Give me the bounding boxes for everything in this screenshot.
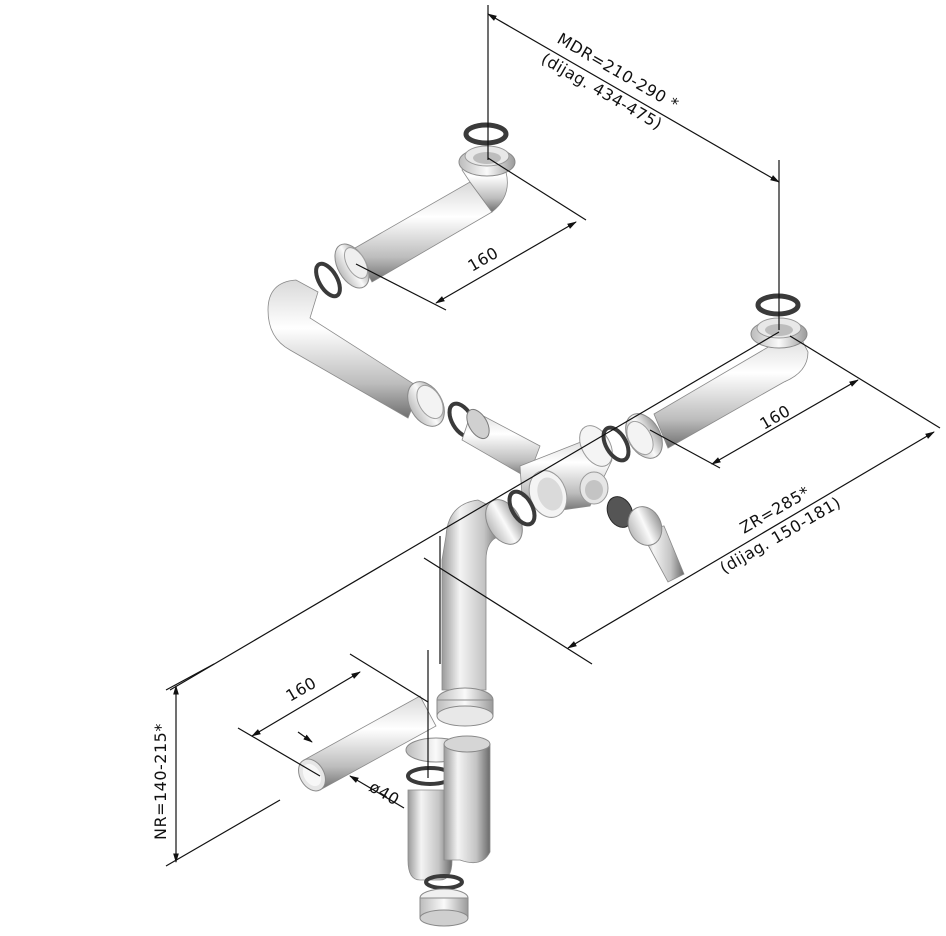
dimension-nr: NR=140-215* — [151, 663, 281, 867]
long-elbow-pipe — [267, 279, 421, 419]
threaded-tee-pipe — [461, 408, 541, 479]
bottom-cleanout-cap — [419, 888, 469, 927]
trap-nut — [436, 687, 494, 727]
left-connector-gasket — [314, 261, 342, 299]
left-sink-inlet-gasket — [463, 122, 509, 146]
dimension-mdr: MDR=210-290 * (dijag. 434-475) — [487, 5, 780, 330]
dimensions-layer: MDR=210-290 * (dijag. 434-475) 160 160 Z… — [151, 5, 941, 867]
bottom-gasket — [424, 874, 464, 890]
parts-layer — [267, 122, 809, 927]
right-sink-inlet-gasket — [755, 293, 801, 317]
left-connector-nut — [334, 243, 370, 289]
tee-nut — [407, 381, 445, 427]
side-outlet-pipe — [298, 695, 437, 792]
dimension-right-length-label: 160 — [757, 401, 794, 433]
dimension-upper-left-length-label: 160 — [465, 243, 502, 275]
left-sink-inlet-nut — [458, 145, 516, 177]
dimension-nr-label: NR=140-215* — [151, 723, 170, 840]
appliance-hose-connector — [627, 506, 685, 583]
bottle-trap-body — [405, 735, 491, 881]
right-elbow-pipe — [653, 332, 809, 449]
drop-gasket — [507, 489, 537, 527]
dimension-side-outlet-length-label: 160 — [283, 673, 320, 705]
